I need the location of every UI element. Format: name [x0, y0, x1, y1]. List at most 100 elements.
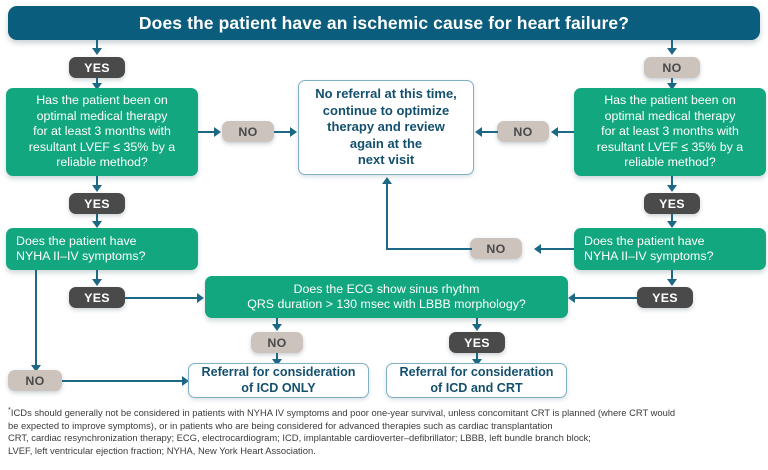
- arrow-no-right-to-center: [475, 127, 482, 137]
- decision-right-nyha-line-1: NYHA II–IV symptoms?: [584, 249, 714, 263]
- pill-no-left-nyha[interactable]: NO: [8, 370, 62, 391]
- pill-yes-left-nyha[interactable]: YES: [69, 287, 125, 308]
- arrow-right-therapy-to-no: [551, 127, 558, 137]
- outcome-no-referral-line-4: next visit: [357, 152, 415, 168]
- decision-right-optimal-therapy-line-3: resultant LVEF ≤ 35% by a: [596, 139, 744, 154]
- footnote-text-0: ICDs should generally not be considered …: [10, 407, 676, 419]
- outcome-no-referral[interactable]: No referral at this time, continue to op…: [298, 80, 474, 175]
- connector-yes-right-to-nyha: [671, 214, 673, 223]
- decision-ecg[interactable]: Does the ECG show sinus rhythm QRS durat…: [205, 276, 568, 318]
- arrow-no-ecg-to-referral: [272, 359, 282, 366]
- arrow-right-nyha-to-yes: [667, 279, 677, 286]
- arrow-no-left-nyha-to-icd-only: [182, 376, 189, 386]
- footnote-line-2: CRT, cardiac resynchronization therapy; …: [8, 432, 591, 444]
- outcome-referral-icd-only-line-1: of ICD ONLY: [241, 380, 316, 395]
- arrow-yes-left-nyha-to-ecg: [197, 293, 204, 303]
- pill-no-right-nyha[interactable]: NO: [470, 238, 522, 259]
- arrow-yes-left-to-nyha: [92, 221, 102, 228]
- arrow-yes-right-to-nyha: [667, 221, 677, 228]
- decision-right-optimal-therapy-line-4: reliable method?: [624, 155, 716, 170]
- connector-no-left-nyha-to-icd-only: [62, 380, 183, 382]
- connector-ecg-to-no: [276, 318, 278, 326]
- connector-yes-left-to-nyha: [96, 214, 98, 223]
- decision-left-optimal-therapy-line-4: reliable method?: [56, 155, 148, 170]
- chart-title-banner: Does the patient have an ischemic cause …: [8, 6, 760, 40]
- outcome-no-referral-line-1: continue to optimize: [322, 102, 450, 118]
- arrow-yes-right-nyha-to-ecg: [568, 293, 575, 303]
- footnote-line-0: *ICDs should generally not be considered…: [8, 404, 760, 420]
- connector-yes-left-to-therapy: [96, 78, 98, 85]
- connector-right-nyha-to-no: [540, 248, 574, 250]
- arrow-left-nyha-to-yes: [92, 279, 102, 286]
- arrow-ecg-to-yes: [472, 324, 482, 331]
- decision-left-optimal-therapy-line-2: for at least 3 months with: [33, 124, 171, 139]
- decision-left-optimal-therapy-line-0: Has the patient been on: [36, 93, 168, 108]
- pill-no-top-right[interactable]: NO: [644, 57, 700, 78]
- decision-right-nyha-line-0: Does the patient have: [584, 233, 705, 248]
- decision-left-optimal-therapy-line-1: optimal medical therapy: [36, 108, 168, 123]
- arrow-left-nyha-to-no: [31, 365, 41, 372]
- pill-no-right-therapy[interactable]: NO: [497, 121, 549, 142]
- connector-header-to-yes-left: [96, 40, 98, 49]
- pill-yes-ecg[interactable]: YES: [449, 332, 505, 353]
- connector-left-nyha-to-no-rail: [35, 270, 37, 368]
- arrow-left-therapy-to-yes: [92, 185, 102, 192]
- decision-right-optimal-therapy[interactable]: Has the patient been on optimal medical …: [574, 88, 766, 176]
- decision-ecg-line-0: Does the ECG show sinus rhythm: [293, 281, 480, 296]
- connector-no-right-nyha-up: [386, 184, 388, 249]
- arrow-no-right-nyha-to-center: [382, 177, 392, 184]
- connector-header-to-no-right: [671, 40, 673, 49]
- connector-right-therapy-to-yes: [671, 176, 673, 187]
- outcome-referral-icd-and-crt-line-0: Referral for consideration: [399, 365, 554, 379]
- decision-ecg-line-1: QRS duration > 130 msec with LBBB morpho…: [247, 297, 526, 311]
- outcome-no-referral-line-2: therapy and review: [327, 119, 445, 135]
- connector-yes-right-nyha-to-ecg: [574, 297, 637, 299]
- connector-yes-left-nyha-to-ecg: [125, 297, 198, 299]
- pill-no-left-therapy[interactable]: NO: [222, 121, 274, 142]
- chart-title: Does the patient have an ischemic cause …: [138, 12, 630, 33]
- connector-right-therapy-to-no: [557, 131, 574, 133]
- decision-right-optimal-therapy-line-2: for at least 3 months with: [601, 124, 739, 139]
- footnotes: *ICDs should generally not be considered…: [8, 404, 760, 458]
- arrow-yes-ecg-to-referral: [472, 359, 482, 366]
- outcome-referral-icd-and-crt[interactable]: Referral for consideration of ICD and CR…: [386, 363, 567, 398]
- arrow-no-right-to-therapy: [667, 83, 677, 90]
- outcome-referral-icd-only-line-0: Referral for consideration: [201, 365, 356, 379]
- connector-no-left-to-center: [274, 131, 291, 133]
- arrow-ecg-to-no: [272, 324, 282, 331]
- connector-no-right-nyha-left: [386, 248, 472, 250]
- connector-ecg-to-yes: [476, 318, 478, 326]
- pill-yes-right-nyha[interactable]: YES: [637, 287, 693, 308]
- decision-right-nyha[interactable]: Does the patient have NYHA II–IV symptom…: [574, 228, 766, 270]
- arrow-no-left-to-center: [290, 127, 297, 137]
- connector-left-therapy-to-no: [198, 131, 215, 133]
- arrow-yes-left-to-therapy: [92, 83, 102, 90]
- outcome-no-referral-line-3: again at the: [349, 135, 423, 151]
- arrow-right-therapy-to-yes: [667, 185, 677, 192]
- decision-left-nyha-line-1: NYHA II–IV symptoms?: [16, 249, 146, 263]
- connector-left-therapy-to-yes: [96, 176, 98, 187]
- outcome-referral-icd-only[interactable]: Referral for consideration of ICD ONLY: [188, 363, 369, 398]
- footnote-line-1: be expected to improve symptoms), or in …: [8, 419, 553, 431]
- pill-yes-right-therapy[interactable]: YES: [644, 193, 700, 214]
- decision-left-optimal-therapy[interactable]: Has the patient been on optimal medical …: [6, 88, 198, 176]
- outcome-no-referral-line-0: No referral at this time,: [315, 86, 457, 102]
- pill-no-ecg[interactable]: NO: [251, 332, 303, 353]
- arrow-header-to-no-right: [667, 48, 677, 55]
- connector-no-right-to-therapy: [671, 78, 673, 85]
- connector-left-nyha-to-yes: [96, 270, 98, 281]
- decision-left-optimal-therapy-line-3: resultant LVEF ≤ 35% by a: [28, 139, 176, 154]
- decision-left-nyha[interactable]: Does the patient have NYHA II–IV symptom…: [6, 228, 198, 270]
- decision-right-optimal-therapy-line-1: optimal medical therapy: [604, 108, 736, 123]
- outcome-referral-icd-and-crt-line-1: of ICD and CRT: [430, 380, 523, 395]
- pill-yes-top-left[interactable]: YES: [69, 57, 125, 78]
- arrow-right-nyha-to-no: [534, 244, 541, 254]
- arrow-left-therapy-to-no: [214, 127, 221, 137]
- footnote-marker: *: [8, 405, 11, 414]
- arrow-header-to-yes-left: [92, 48, 102, 55]
- pill-yes-left-therapy[interactable]: YES: [69, 193, 125, 214]
- connector-yes-ecg-to-referral: [476, 353, 478, 361]
- connector-no-right-to-center: [481, 131, 498, 133]
- decision-right-optimal-therapy-line-0: Has the patient been on: [604, 93, 736, 108]
